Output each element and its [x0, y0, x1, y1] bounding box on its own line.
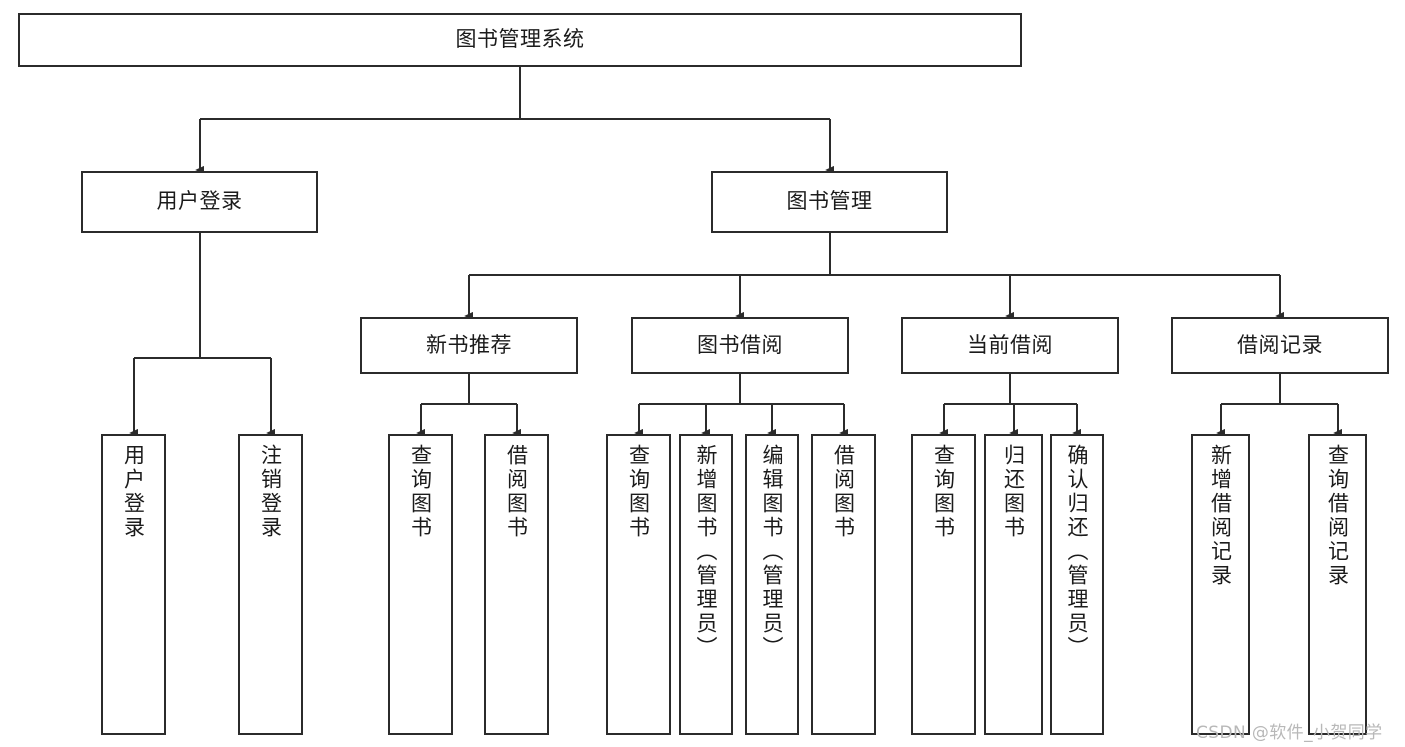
node-label: 借阅图书: [504, 444, 529, 540]
node-l4_8[interactable]: 查询图书: [911, 434, 976, 735]
node-label: 借阅图书: [831, 444, 856, 540]
node-label: 新增图书（管理员）: [694, 444, 719, 660]
node-l4_5[interactable]: 新增图书（管理员）: [679, 434, 733, 735]
edge-layer: [129, 67, 1343, 438]
node-label: 新增借阅记录: [1208, 444, 1233, 588]
node-l2_0[interactable]: 用户登录: [81, 171, 318, 233]
node-label: 用户登录: [156, 189, 243, 214]
node-l4_1[interactable]: 注销登录: [238, 434, 303, 735]
node-l4_9[interactable]: 归还图书: [984, 434, 1043, 735]
node-label: 借阅记录: [1237, 332, 1323, 357]
node-label: 注销登录: [258, 444, 283, 540]
node-l4_7[interactable]: 借阅图书: [811, 434, 876, 735]
node-l4_10[interactable]: 确认归还（管理员）: [1050, 434, 1104, 735]
node-l3_3[interactable]: 借阅记录: [1171, 317, 1389, 374]
node-label: 当前借阅: [967, 332, 1053, 357]
node-label: 用户登录: [121, 444, 146, 540]
node-root[interactable]: 图书管理系统: [18, 13, 1022, 67]
node-label: 新书推荐: [426, 332, 512, 357]
node-l4_11[interactable]: 新增借阅记录: [1191, 434, 1250, 735]
node-label: 图书借阅: [697, 332, 783, 357]
node-l3_0[interactable]: 新书推荐: [360, 317, 578, 374]
node-label: 编辑图书（管理员）: [760, 444, 785, 660]
node-l4_3[interactable]: 借阅图书: [484, 434, 549, 735]
node-l3_2[interactable]: 当前借阅: [901, 317, 1119, 374]
node-label: 查询图书: [408, 444, 433, 540]
node-l4_2[interactable]: 查询图书: [388, 434, 453, 735]
node-label: 确认归还（管理员）: [1065, 444, 1090, 660]
node-label: 查询借阅记录: [1325, 444, 1350, 588]
node-label: 归还图书: [1001, 444, 1026, 540]
node-l4_0[interactable]: 用户登录: [101, 434, 166, 735]
node-label: 图书管理系统: [455, 27, 585, 52]
node-l4_4[interactable]: 查询图书: [606, 434, 671, 735]
node-label: 查询图书: [931, 444, 956, 540]
node-l3_1[interactable]: 图书借阅: [631, 317, 849, 374]
node-l4_6[interactable]: 编辑图书（管理员）: [745, 434, 799, 735]
node-l4_12[interactable]: 查询借阅记录: [1308, 434, 1367, 735]
csdn-watermark: CSDN @软件_小贺同学: [1196, 723, 1383, 743]
node-label: 查询图书: [626, 444, 651, 540]
node-l2_1[interactable]: 图书管理: [711, 171, 948, 233]
node-label: 图书管理: [786, 189, 873, 214]
